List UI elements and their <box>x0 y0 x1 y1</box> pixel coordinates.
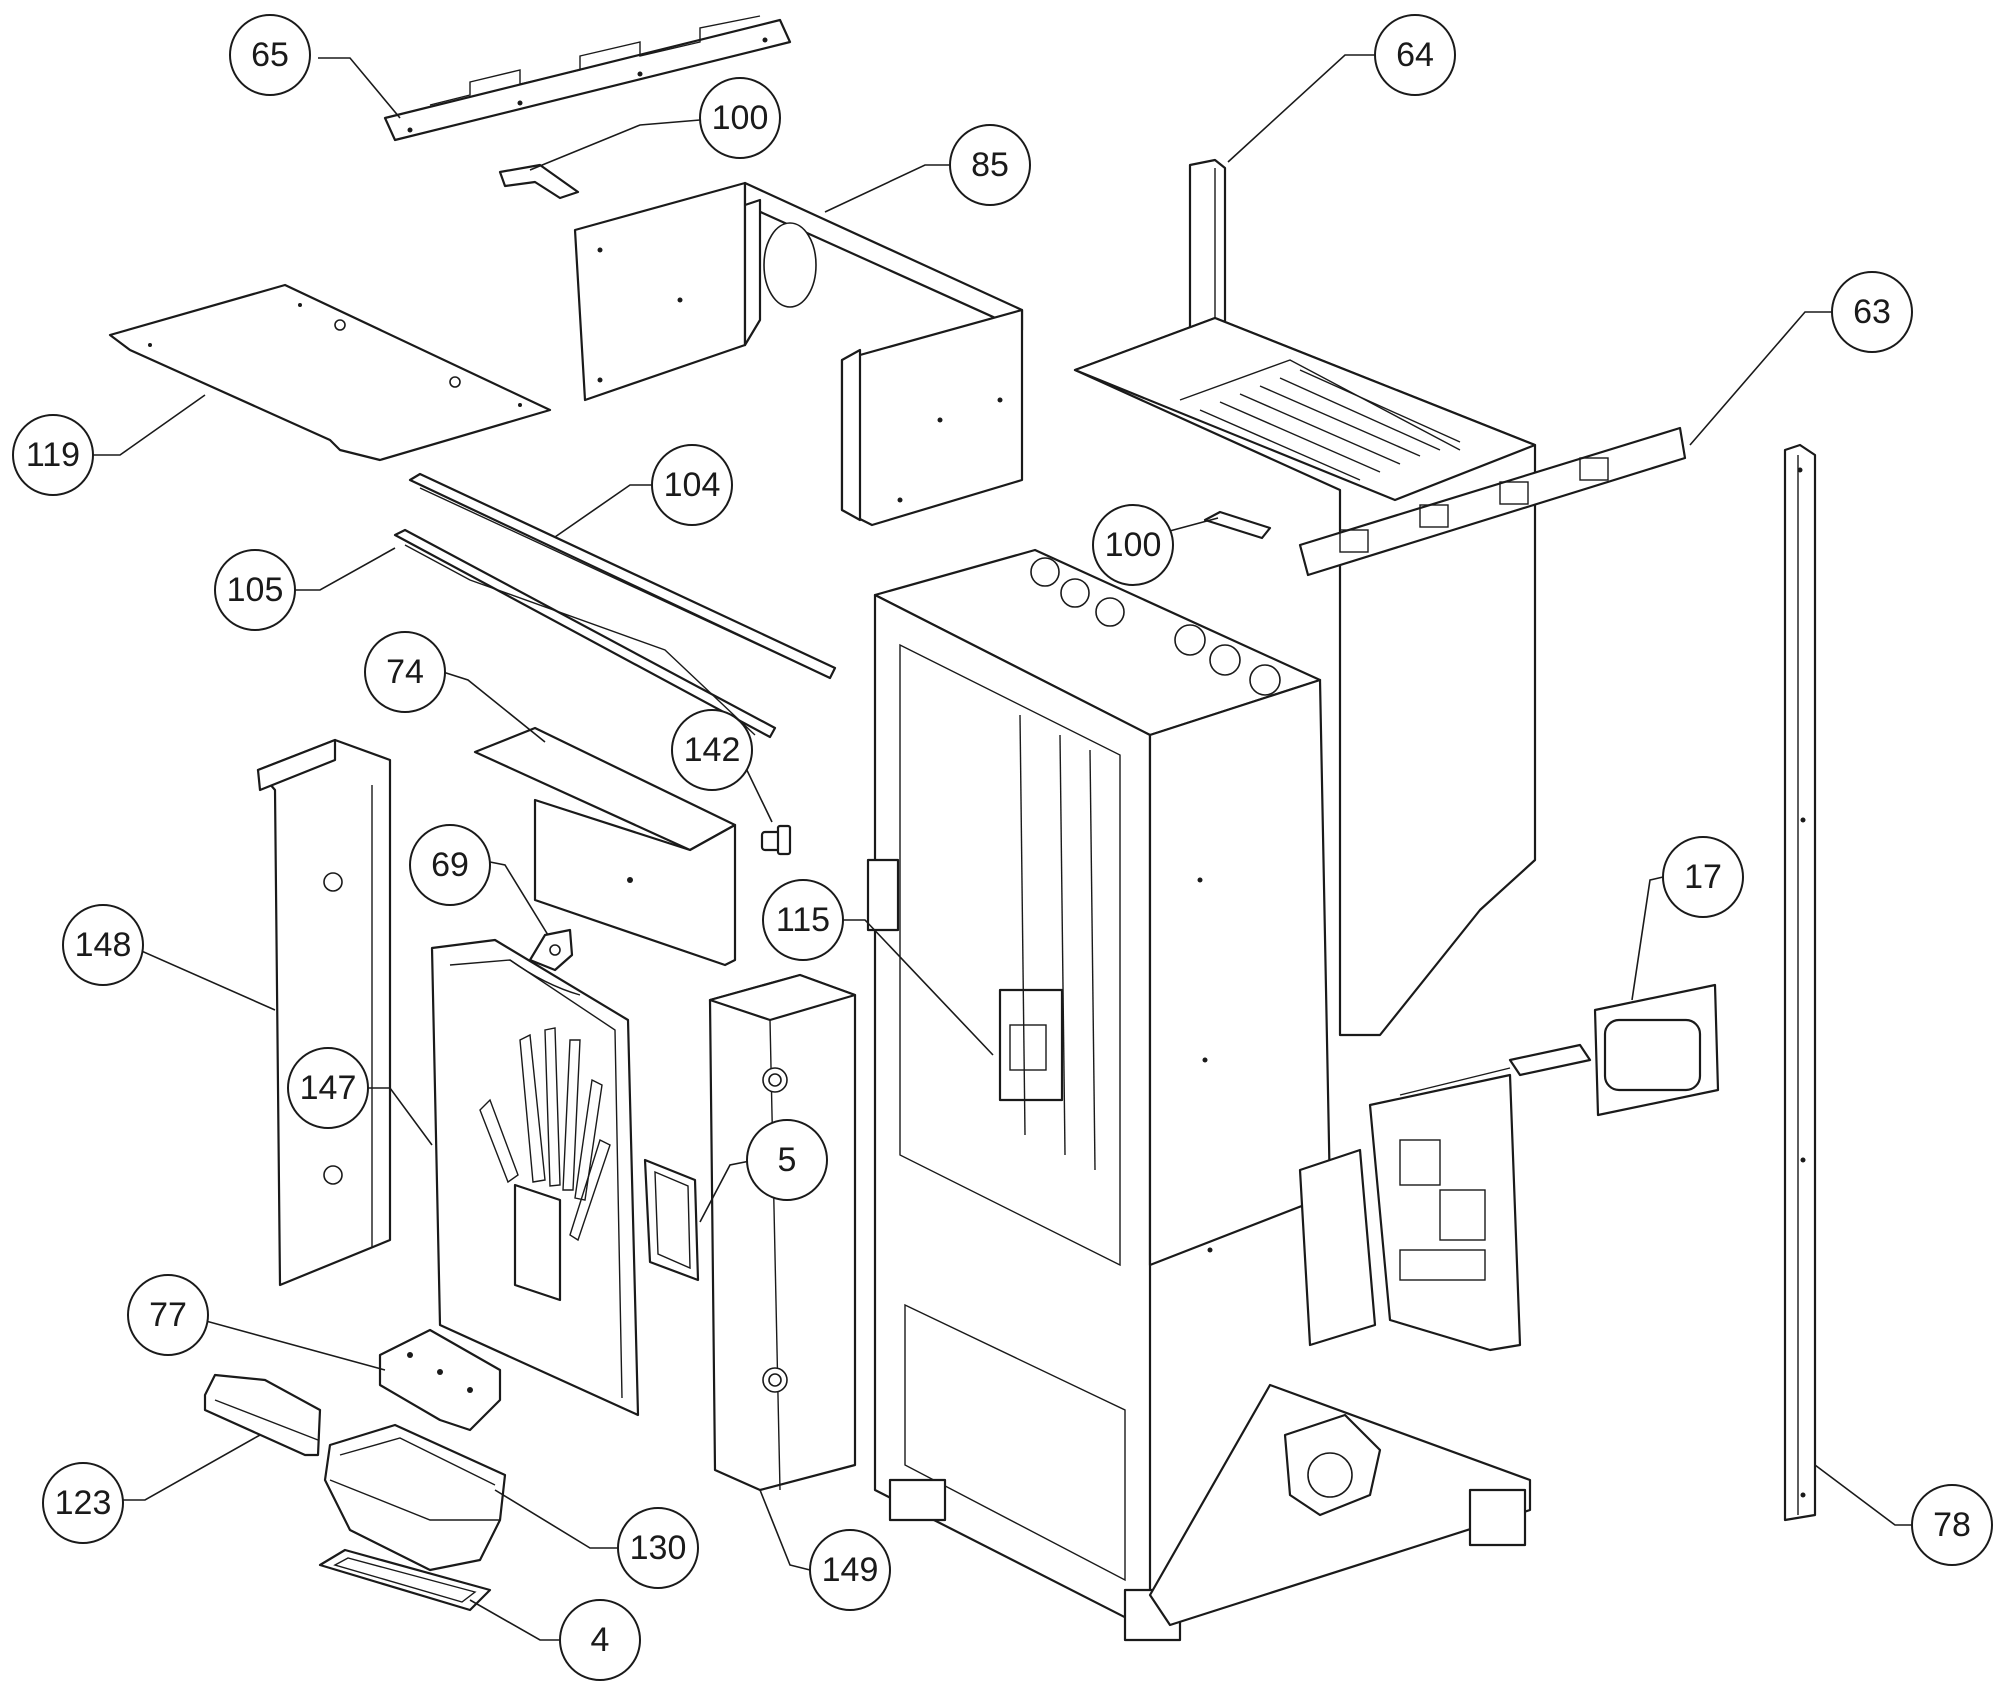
part-130-burn-pot <box>323 1423 507 1572</box>
part-105-strip <box>393 528 777 739</box>
svg-text:69: 69 <box>431 846 469 884</box>
leader-78 <box>1814 1464 1920 1526</box>
callout-4: 4 <box>559 1599 641 1681</box>
callout-130: 130 <box>617 1507 699 1589</box>
svg-text:65: 65 <box>251 36 289 74</box>
svg-text:85: 85 <box>971 146 1009 184</box>
svg-text:119: 119 <box>26 436 80 474</box>
leader-100-upper <box>529 119 701 171</box>
svg-text:148: 148 <box>75 926 132 964</box>
svg-text:78: 78 <box>1933 1506 1971 1544</box>
callout-104: 104 <box>651 444 733 526</box>
callout-123: 123 <box>42 1462 124 1544</box>
leader-104 <box>554 484 653 538</box>
callout-119: 119 <box>12 414 94 496</box>
leader-123 <box>116 1434 261 1501</box>
part-78-strip <box>1783 443 1817 1522</box>
callout-78: 78 <box>1911 1484 1993 1566</box>
callout-149: 149 <box>809 1529 891 1611</box>
leader-105 <box>295 547 396 591</box>
part-64-post <box>1188 158 1227 337</box>
leader-17 <box>1631 876 1664 1001</box>
leader-69 <box>489 861 549 936</box>
leader-130 <box>494 1489 618 1549</box>
hopper-assembly <box>1073 316 1537 1037</box>
callout-105: 105 <box>214 549 296 631</box>
leader-65 <box>318 57 401 119</box>
callout-147: 147 <box>287 1047 369 1129</box>
leader-147 <box>368 1087 433 1146</box>
leader-119 <box>93 394 206 456</box>
svg-text:115: 115 <box>776 901 830 939</box>
callout-74: 74 <box>364 631 446 713</box>
svg-text:105: 105 <box>227 571 284 609</box>
part-74-deflector <box>473 726 737 967</box>
part-100-clip-upper <box>498 163 580 200</box>
svg-text:147: 147 <box>300 1069 357 1107</box>
svg-text:104: 104 <box>664 466 721 504</box>
callout-115: 115 <box>762 879 844 961</box>
part-4-frame <box>318 1548 492 1612</box>
part-63-bracket <box>1298 426 1687 577</box>
part-100-clip-lower <box>1203 510 1272 540</box>
part-123-tray <box>203 1373 322 1457</box>
leader-4 <box>469 1599 565 1641</box>
callout-85: 85 <box>949 124 1031 206</box>
svg-text:142: 142 <box>684 731 741 769</box>
part-17-panel <box>1399 983 1720 1117</box>
svg-text:4: 4 <box>591 1621 610 1659</box>
control-board-assembly <box>1298 1073 1522 1352</box>
svg-text:5: 5 <box>778 1141 797 1179</box>
svg-text:74: 74 <box>386 653 424 691</box>
svg-text:149: 149 <box>822 1551 879 1589</box>
callout-17: 17 <box>1662 836 1744 918</box>
svg-text:100: 100 <box>1105 526 1162 564</box>
callout-100-upper: 100 <box>699 77 781 159</box>
main-body-cabinet <box>866 548 1332 1642</box>
callout-69: 69 <box>409 824 491 906</box>
svg-text:77: 77 <box>149 1296 187 1334</box>
svg-text:123: 123 <box>55 1484 112 1522</box>
part-77-bracket <box>378 1328 502 1432</box>
callout-100-lower: 100 <box>1092 504 1174 586</box>
part-85-rear-box <box>573 181 1024 527</box>
callout-63: 63 <box>1831 271 1913 353</box>
part-69-bracket <box>528 928 574 972</box>
callout-5: 5 <box>746 1119 828 1201</box>
svg-text:100: 100 <box>712 99 769 137</box>
part-148-left-panel <box>256 738 392 1287</box>
leader-64 <box>1227 54 1375 163</box>
callout-148: 148 <box>62 904 144 986</box>
part-142-fitting <box>760 824 792 856</box>
part-5-gasket <box>643 1158 700 1282</box>
part-65-top-bracket <box>383 15 792 142</box>
callout-65: 65 <box>229 14 311 96</box>
callout-77: 77 <box>127 1274 209 1356</box>
leader-115 <box>843 919 994 1056</box>
part-147-front-panel <box>430 938 640 1417</box>
leader-63 <box>1689 311 1833 446</box>
base-assembly <box>1148 1383 1532 1627</box>
svg-text:63: 63 <box>1853 293 1891 331</box>
svg-text:17: 17 <box>1684 858 1722 896</box>
leader-149 <box>759 1489 811 1571</box>
leader-74 <box>442 671 546 743</box>
svg-text:130: 130 <box>630 1529 687 1567</box>
callout-64: 64 <box>1374 14 1456 96</box>
part-104-strip <box>408 472 837 680</box>
leader-85 <box>824 164 950 213</box>
svg-text:64: 64 <box>1396 36 1434 74</box>
part-119-plate <box>108 283 552 462</box>
part-149-right-panel <box>708 973 857 1492</box>
callout-142: 142 <box>671 709 753 791</box>
